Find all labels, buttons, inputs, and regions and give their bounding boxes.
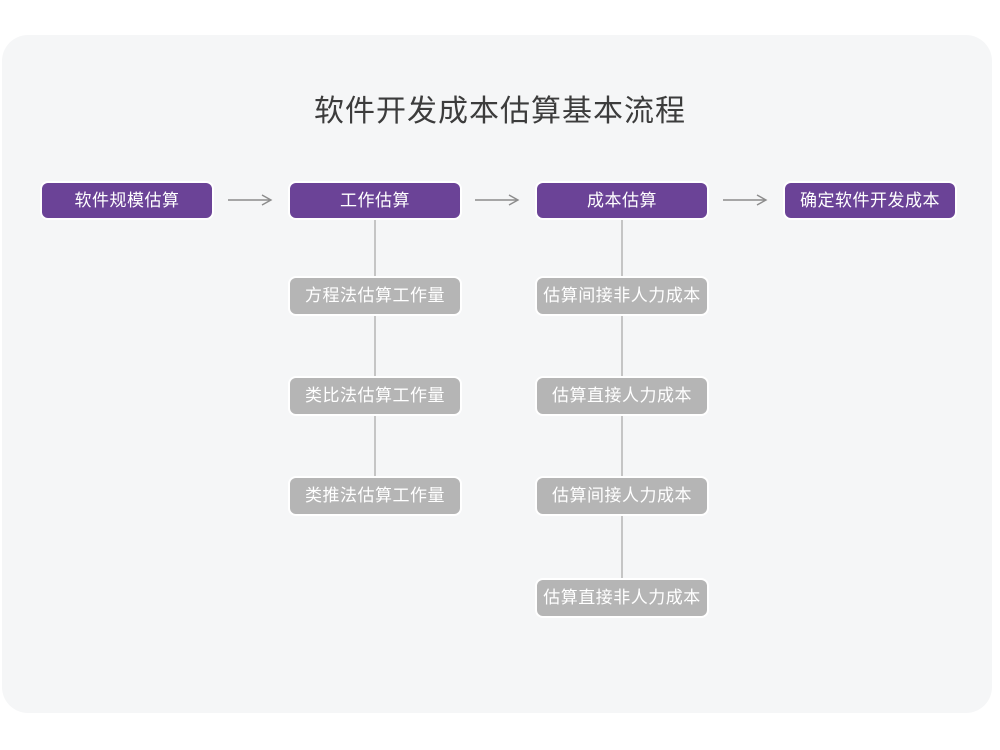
cost-step-direct-non-labor: 估算直接非人力成本 bbox=[537, 580, 707, 616]
cost-step-indirect-labor: 估算间接人力成本 bbox=[537, 478, 707, 514]
right-arrow-icon bbox=[475, 194, 520, 206]
cost-step-direct-labor: 估算直接人力成本 bbox=[537, 378, 707, 414]
method-equation-estimation: 方程法估算工作量 bbox=[290, 278, 460, 314]
stage-software-scale-estimation: 软件规模估算 bbox=[42, 183, 212, 218]
diagram-title: 软件开发成本估算基本流程 bbox=[314, 95, 686, 128]
connector-line-work-estimation bbox=[374, 218, 376, 478]
right-arrow-icon bbox=[723, 194, 768, 206]
method-extrapolation-estimation: 类推法估算工作量 bbox=[290, 478, 460, 514]
right-arrow-icon bbox=[228, 194, 273, 206]
diagram-panel bbox=[2, 35, 992, 713]
stage-determine-development-cost: 确定软件开发成本 bbox=[785, 183, 955, 218]
method-analogy-estimation: 类比法估算工作量 bbox=[290, 378, 460, 414]
stage-cost-estimation: 成本估算 bbox=[537, 183, 707, 218]
stage-work-estimation: 工作估算 bbox=[290, 183, 460, 218]
cost-step-indirect-non-labor: 估算间接非人力成本 bbox=[537, 278, 707, 314]
